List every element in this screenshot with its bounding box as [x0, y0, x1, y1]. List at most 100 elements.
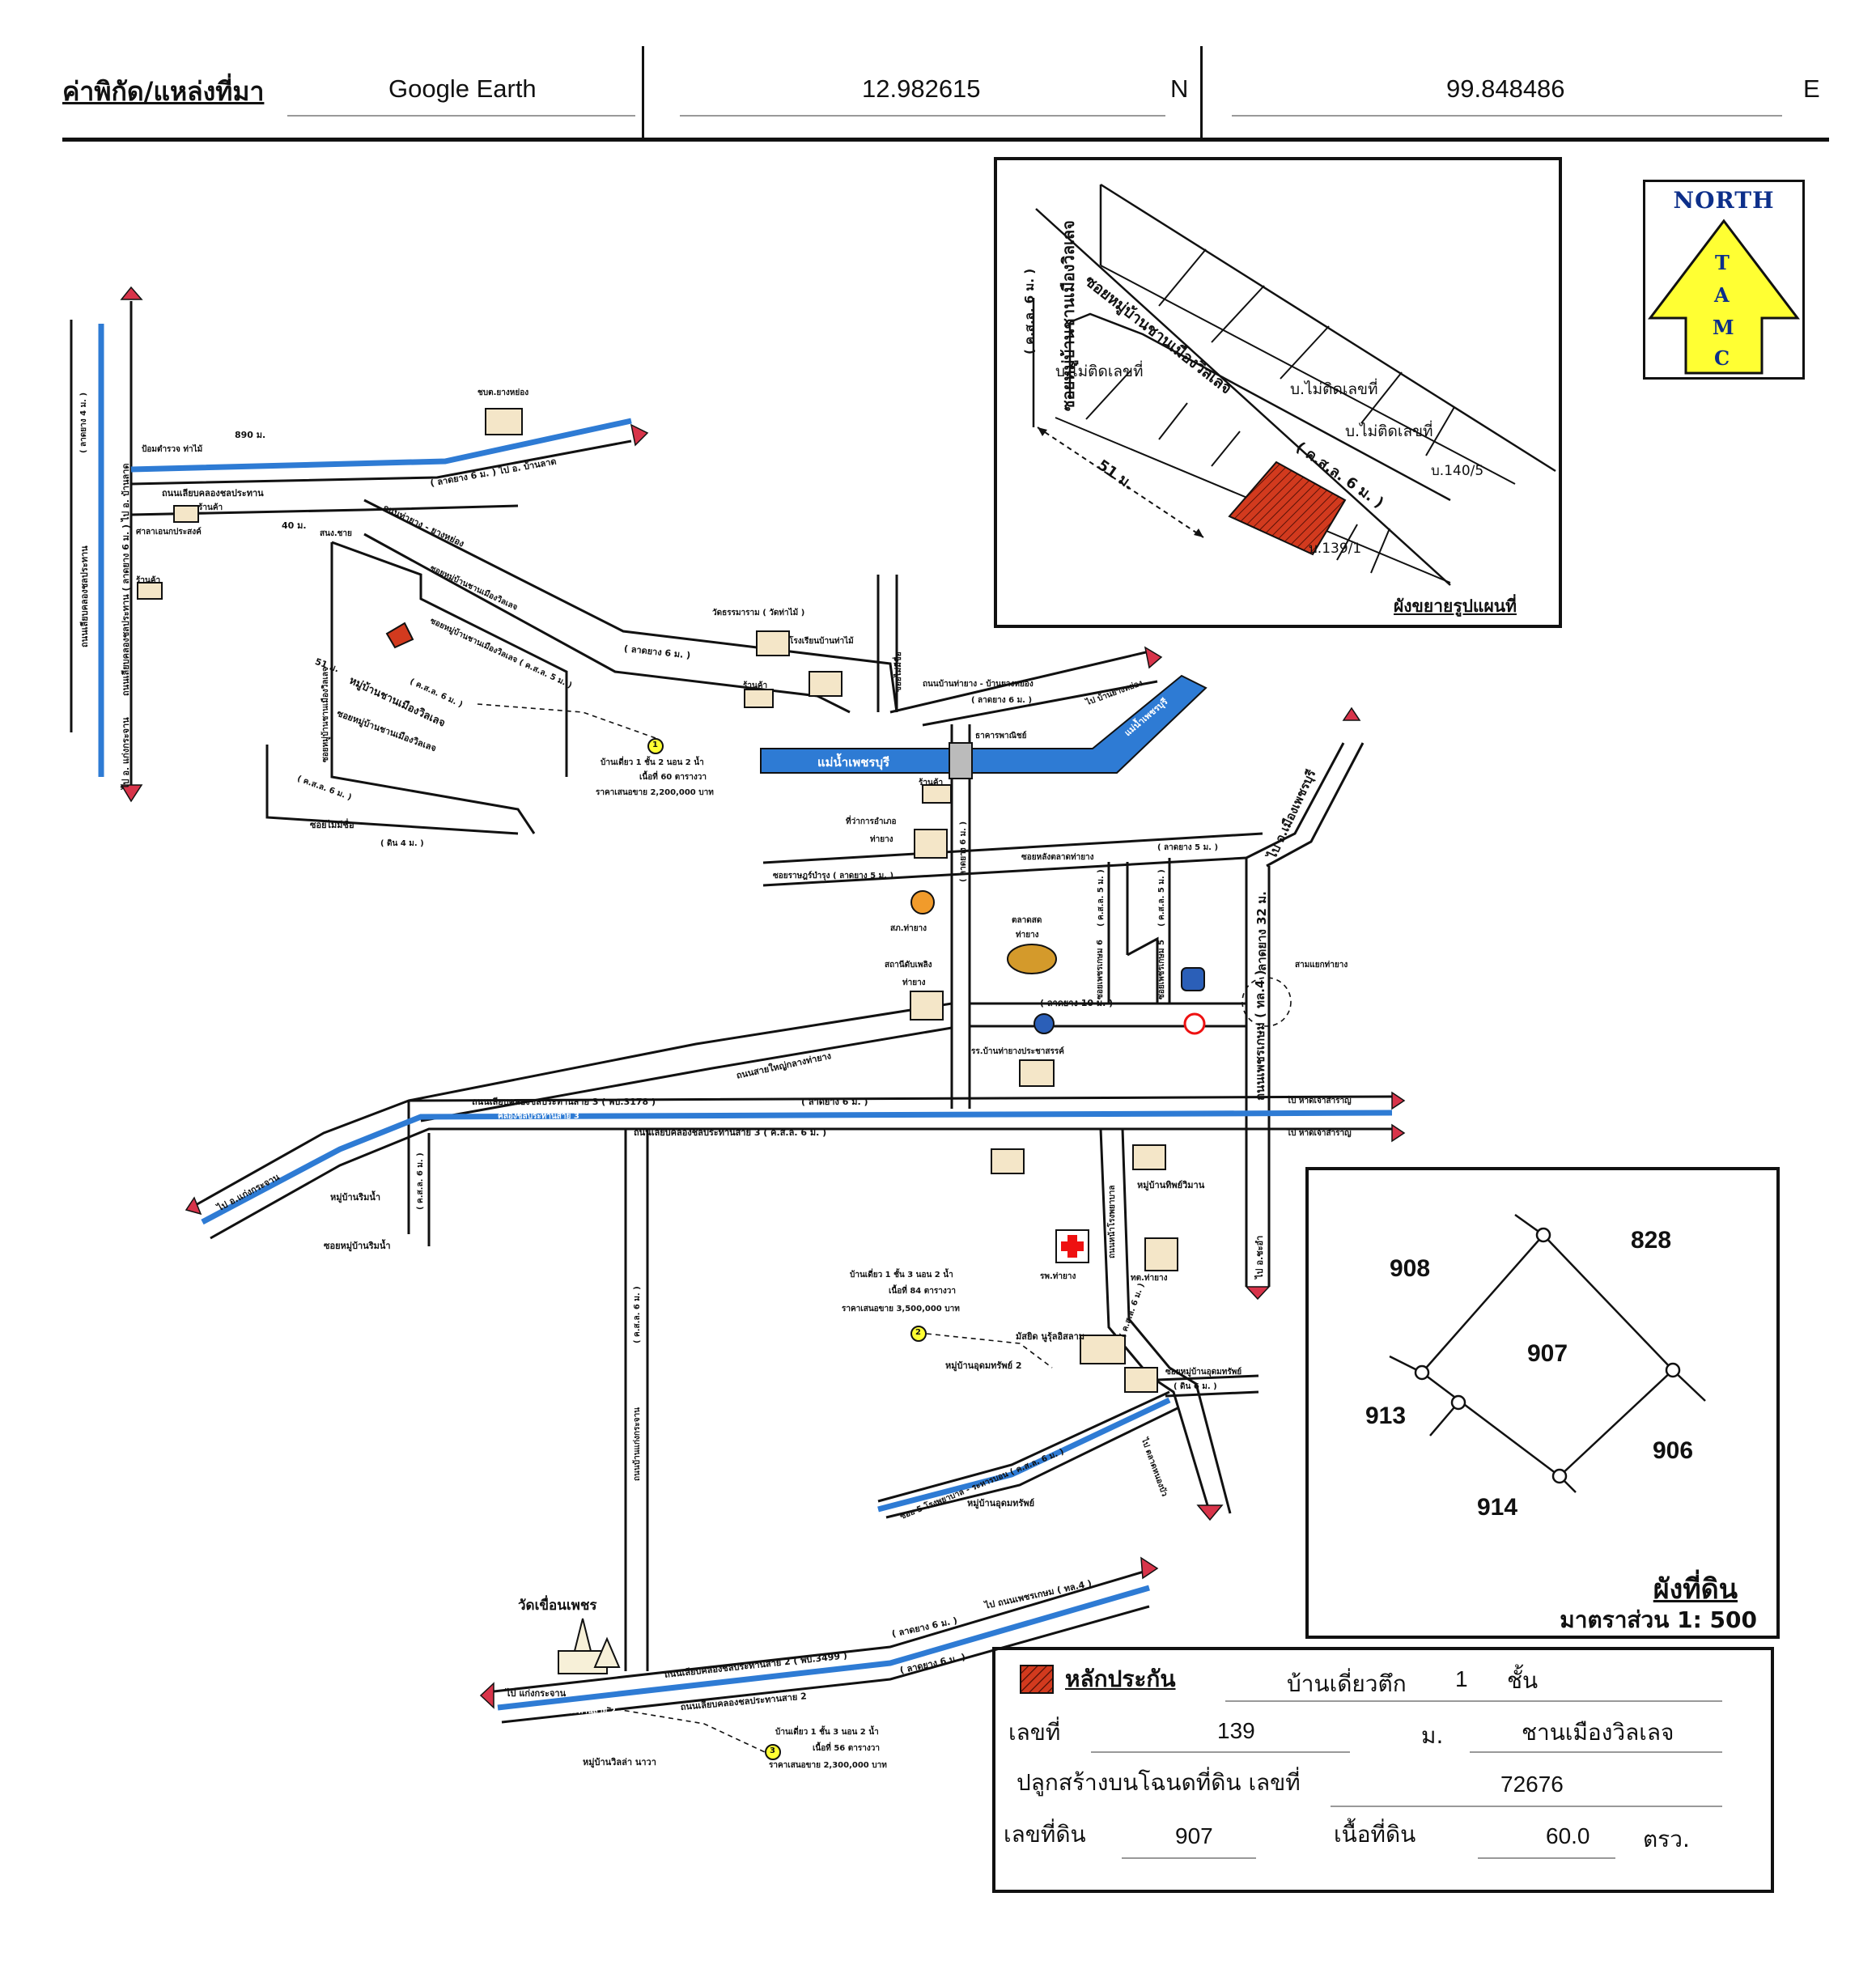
collateral-legend-label: หลักประกัน [1065, 1666, 1176, 1692]
village-name: ชานเมืองวิลเลจ [1522, 1719, 1674, 1746]
label-to-kaeng-krachan-left: ไป อ. แก่งกระจาน [121, 717, 131, 789]
label-fire-station-2: ท่ายาง [902, 978, 926, 987]
header-title: ค่าพิกัด/แหล่งที่มา [62, 76, 265, 107]
plot-title: ผังที่ดิน [1653, 1573, 1738, 1606]
label-road-kasl-6-f: ( ค.ส.ล. 6 ม. ) [633, 1286, 642, 1343]
label-soi-mai-mee-chue: ซอยไม่มีชื่อ [310, 820, 354, 830]
label-fire-station: สถานีดับเพลิง [885, 961, 932, 970]
label-river: แม่น้ำเพชรบุรี [817, 755, 890, 770]
plot-neighbor-908: 908 [1390, 1255, 1431, 1282]
plot-center-907: 907 [1527, 1340, 1568, 1367]
header-rule [62, 138, 1829, 142]
label-to-hat-chao-samran-1: ไป หาดเจ้าสำราญ [1287, 1097, 1352, 1105]
label-soi-rim-nam: ซอยหมู่บ้านริมน้ำ [324, 1241, 391, 1251]
latitude-direction: N [1170, 74, 1189, 103]
inset-caption: ผังขยายรูปแผนที่ [1394, 596, 1517, 616]
label-soi-behind-market: ซอยหลังตลาดท่ายาง [1021, 853, 1094, 862]
label-shop-3: ร้านค้า [743, 681, 768, 690]
header-divider-1 [642, 46, 644, 138]
label-house-3-desc-2: เนื้อที่ 56 ตารางวา [813, 1744, 880, 1753]
label-road-left-vertical: ถนนเลียบคลองชลประทาน ( ลาดยาง 6 ม. ) ไป … [121, 463, 131, 696]
plot-diagram: 907 908 828 913 906 914 ผังที่ดิน มาตราส… [1305, 1167, 1780, 1639]
label-road-paved-10: ( ลาดยาง 10 ม. ) [1040, 998, 1114, 1008]
floors-value: 1 [1455, 1666, 1468, 1691]
label-soi-phet-6: ซอยเพชรเกษม 6 [1096, 940, 1105, 999]
building-type: บ้านเดี่ยวตึก [1287, 1670, 1407, 1697]
label-road-canal-3-top: ถนนเลียบคลองชลประทานสาย 3 ( พบ.3178 ) [472, 1097, 656, 1107]
label-soi-dirt: ( ดิน 4 ม. ) [380, 839, 424, 848]
header-divider-2 [1200, 46, 1203, 138]
label-road-32: ลาดยาง 32 ม. [1254, 891, 1269, 971]
label-shop-4: ร้านค้า [919, 779, 944, 787]
label-soi-rat-bamrung: ซอยราษฎร์บำรุง ( ลาดยาง 5 ม. ) [773, 872, 894, 881]
label-village-thip: หมู่บ้านทิพย์วิมาน [1137, 1180, 1205, 1190]
label-mosque: มัสยิด นูรุ้ลอิสลาม [1016, 1331, 1085, 1342]
label-road-hospital: ถนนหน้าโรงพยาบาล [1108, 1185, 1117, 1258]
label-road-ban-tha-yang: ถนนบ้านท่ายาง - บ้านยางหย่อง [923, 680, 1033, 689]
label-house-3-desc-3: ราคาเสนอขาย 2,300,000 บาท [769, 1761, 887, 1770]
north-letter-a: A [1714, 283, 1730, 307]
plot-neighbor-913: 913 [1365, 1402, 1407, 1429]
north-arrow-box: NORTH T A M C [1643, 180, 1805, 380]
inset-map: ( ค.ส.ล. 6 ม. ) ซอยหมู่บ้านชานเมืองวิลเล… [994, 157, 1562, 628]
north-arrow-icon [1647, 219, 1801, 375]
label-school-tha-mai: โรงเรียนบ้านท่าไม้ [789, 637, 854, 646]
deed-label: ปลูกสร้างบนโฉนดที่ดิน เลขที่ [1017, 1769, 1301, 1796]
label-market: ตลาดสด [1012, 916, 1042, 925]
label-to-kaeng-krachan-3: ไป แก่งกระจาน [506, 1688, 567, 1699]
label-soi-yu-nai: ซอยหมู่บ้านอุดมทรัพย์ [1165, 1368, 1242, 1377]
label-house-1-desc-1: บ้านเดี่ยว 1 ชั้น 2 นอน 2 น้ำ [601, 758, 704, 767]
collateral-legend-swatch [1020, 1665, 1054, 1694]
label-district-office-2: ท่ายาง [870, 835, 893, 844]
label-road-paved-6-b: ( ลาดยาง 6 ม. ) [971, 696, 1033, 705]
plot-diagram-drawing [1389, 1213, 1706, 1493]
label-intersection: สามแยกท่ายาง [1295, 961, 1348, 970]
label-market-2: ท่ายาง [1016, 931, 1039, 940]
label-bank: ธาคารพาณิชย์ [975, 732, 1027, 740]
area-value: 60.0 [1546, 1823, 1590, 1848]
area-unit: ตรว. [1643, 1826, 1690, 1852]
label-temple-top: วัดธรรมาราม ( วัดท่าไม้ ) [712, 609, 805, 617]
info-rule-1 [1225, 1700, 1722, 1702]
coordinate-source: Google Earth [388, 74, 537, 103]
label-soi-kasl-5-b: ( ค.ส.ล. 5 ม. ) [1157, 869, 1166, 927]
inset-house-139-1: บ.139/1 [1309, 541, 1362, 557]
north-label: NORTH [1673, 187, 1775, 214]
label-to-cha-am: ไป อ.ชะอำ [1254, 1235, 1265, 1279]
label-house-1-desc-3: ราคาเสนอขาย 2,200,000 บาท [596, 788, 714, 797]
plot-scale: มาตราส่วน 1: 500 [1560, 1606, 1757, 1633]
plot-neighbor-828: 828 [1631, 1227, 1672, 1254]
area-label: เนื้อที่ดิน [1334, 1821, 1416, 1848]
label-road-kaeng-krachan: ถนนบ้านแก่งกระจาน [633, 1407, 642, 1481]
label-village-rim-nam: หมู่บ้านริมน้ำ [330, 1192, 381, 1203]
label-road-top-west: ถนนเลียบคลองชลประทาน [162, 488, 264, 499]
inset-map-drawing [1032, 183, 1556, 586]
info-rule-6 [1478, 1857, 1615, 1859]
label-road-left-vertical-3: ( ลาดยาง 4 ม. ) [79, 392, 88, 453]
inset-house-140-5: บ.140/5 [1431, 463, 1484, 479]
plot-neighbor-914: 914 [1477, 1494, 1518, 1521]
north-letter-t: T [1715, 251, 1730, 274]
info-rule-3 [1470, 1751, 1722, 1753]
label-road-left-vertical-2: ถนนเลียบคลองชลประทาน [79, 545, 90, 647]
label-soi-village-2: ซอยหมู่บ้านชานเมืองวิลเลจ [321, 667, 330, 762]
label-road-kasl-6-d: ( ค.ส.ล. 6 ม. ) [416, 1152, 425, 1210]
label-hospital: รพ.ท่ายาง [1040, 1272, 1076, 1281]
label-house-1-desc-2: เนื้อที่ 60 ตารางวา [639, 773, 707, 782]
label-soi-kasl-5: ( ค.ส.ล. 5 ม. ) [1097, 869, 1106, 927]
label-police-station: สภ.ท่ายาง [890, 924, 927, 933]
label-to-hat-chao-samran-2: ไป หาดเจ้าสำราญ [1287, 1129, 1352, 1138]
marker-1-label: 1 [652, 740, 658, 749]
label-municipality: ทต.ท่ายาง [1131, 1274, 1168, 1283]
label-house-2-desc-1: บ้านเดี่ยว 1 ชั้น 3 นอน 2 น้ำ [850, 1271, 953, 1279]
plot-no-label: เลขที่ดิน [1004, 1821, 1086, 1848]
label-sala: ศาลาเอนกประสงค์ [136, 528, 202, 537]
label-temple-khuean-phet: วัดเขื่อนเพชร [518, 1598, 597, 1614]
label-school-top: ชบต.ยางหย่อง [477, 388, 529, 397]
label-canal-3: คลองชลประทานสาย 3 [498, 1112, 579, 1121]
label-village-udom: หมู่บ้านอุดมทรัพย์ [967, 1498, 1035, 1509]
label-road-paved-6-c: ( ลาดยาง 6 ม. ) [801, 1097, 868, 1107]
label-village-villa: หมู่บ้านวิลล่า นาวา [583, 1757, 656, 1767]
longitude-value: 99.848486 [1446, 74, 1565, 103]
